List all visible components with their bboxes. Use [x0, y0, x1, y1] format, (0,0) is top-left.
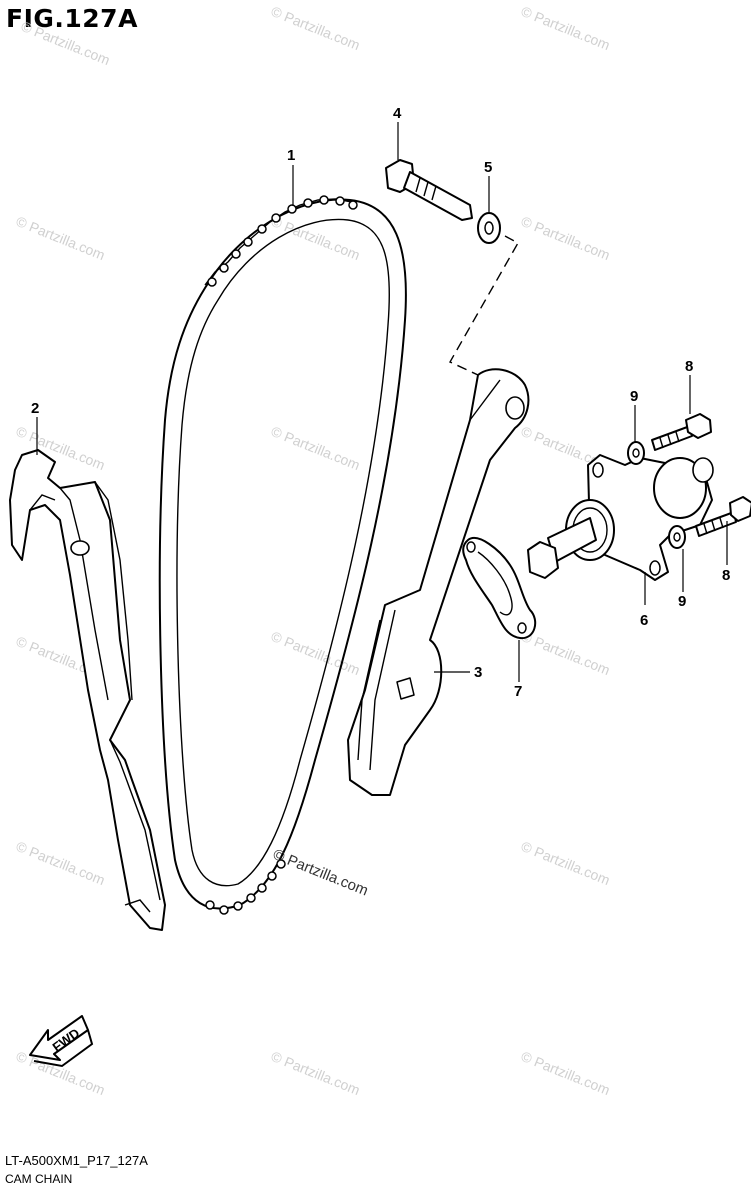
cam-chain	[158, 195, 407, 915]
watermark: © Partzilla.com	[19, 18, 112, 68]
watermark: © Partzilla.com	[269, 3, 362, 53]
chain-links-bottom	[205, 859, 286, 915]
watermark: © Partzilla.com	[519, 3, 612, 53]
adjuster-bolt-upper	[651, 413, 712, 451]
adjuster-washer-lower	[668, 525, 686, 549]
callout-4: 4	[393, 105, 402, 122]
callout-3: 3	[474, 664, 482, 681]
callout-2: 2	[31, 400, 39, 417]
chain-guide-rear	[9, 449, 166, 931]
watermark: © Partzilla.com	[269, 1048, 362, 1098]
washer	[477, 212, 501, 244]
watermark: © Partzilla.com	[14, 1048, 107, 1098]
callouts: 1 2 3 4 5 6 7 8 8 9 9	[31, 105, 730, 700]
watermark: © Partzilla.com	[519, 1048, 612, 1098]
callout-7: 7	[514, 683, 522, 700]
adjuster-bolt-lower	[695, 496, 751, 537]
watermark: © Partzilla.com	[519, 213, 612, 263]
callout-6: 6	[640, 612, 648, 629]
adjuster-washer-upper	[627, 441, 645, 465]
callout-1: 1	[287, 147, 295, 164]
callout-8-lower: 8	[722, 567, 730, 584]
leader-lines	[36, 122, 728, 682]
tensioner-gasket	[462, 537, 537, 640]
diagram-code: LT-A500XM1_P17_127A	[5, 1153, 148, 1168]
watermark: © Partzilla.com	[519, 628, 612, 678]
chain-tensioner-adjuster	[527, 454, 714, 581]
watermark: © Partzilla.com	[519, 838, 612, 888]
callout-9-upper: 9	[630, 388, 638, 405]
callout-9-lower: 9	[678, 593, 686, 610]
watermark: © Partzilla.com	[269, 423, 362, 473]
figure-title: FIG.127A	[6, 4, 138, 33]
watermark: © Partzilla.com	[14, 213, 107, 263]
chain-links-top	[204, 195, 358, 287]
assembly-line	[449, 235, 519, 376]
callout-5: 5	[484, 159, 492, 176]
watermark-prominent: © Partzilla.com	[271, 846, 371, 900]
callout-8-upper: 8	[685, 358, 693, 375]
diagram-name: CAM CHAIN	[5, 1172, 73, 1186]
guide-bolt	[385, 159, 473, 221]
chain-tensioner-guide	[347, 368, 530, 796]
watermark: © Partzilla.com	[14, 838, 107, 888]
